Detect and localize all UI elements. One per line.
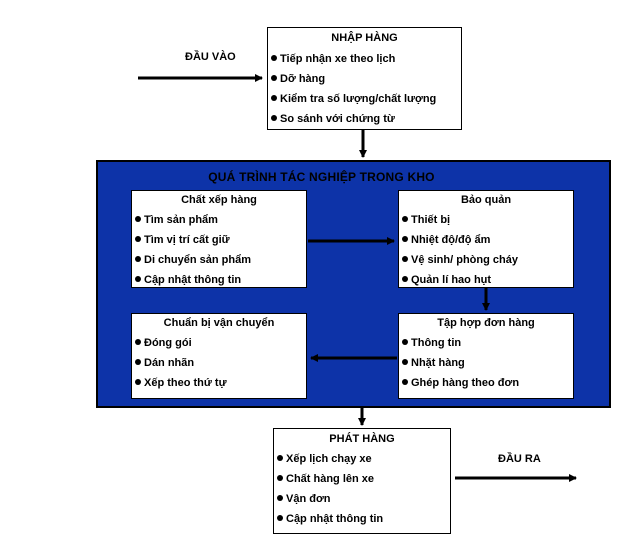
storage-list: Thiết bị Nhiệt độ/độ ẩm Vệ sinh/ phòng c… (399, 210, 573, 290)
list-item: Xếp theo thứ tự (132, 373, 306, 393)
bullet-icon (271, 115, 277, 121)
bullet-icon (135, 256, 141, 262)
list-item: Đóng gói (132, 333, 306, 353)
bullet-icon (135, 276, 141, 282)
order-picking-list: Thông tin Nhặt hàng Ghép hàng theo đơn (399, 333, 573, 393)
list-item: Ghép hàng theo đơn (399, 373, 573, 393)
list-item: Vệ sinh/ phòng cháy (399, 250, 573, 270)
bullet-icon (402, 216, 408, 222)
bullet-icon (271, 55, 277, 61)
stowing-list: Tìm sản phẩm Tìm vị trí cất giữ Di chuyể… (132, 210, 306, 290)
list-item: Thông tin (399, 333, 573, 353)
list-item: Nhặt hàng (399, 353, 573, 373)
bullet-icon (135, 216, 141, 222)
bullet-icon (135, 236, 141, 242)
list-item: Nhiệt độ/độ ẩm (399, 230, 573, 250)
bullet-icon (402, 359, 408, 365)
storage-title: Bảo quản (460, 194, 512, 206)
bullet-icon (277, 515, 283, 521)
dispatch-list: Xếp lịch chạy xe Chất hàng lên xe Vận đơ… (274, 449, 450, 529)
bullet-icon (135, 339, 141, 345)
order-picking-title: Tập hợp đơn hàng (437, 317, 535, 329)
bullet-icon (402, 276, 408, 282)
list-item: Xếp lịch chạy xe (274, 449, 450, 469)
order-picking-box: Tập hợp đơn hàng Thông tin Nhặt hàng Ghé… (398, 313, 574, 399)
shipping-prep-box: Chuẩn bị vận chuyển Đóng gói Dán nhãn Xế… (131, 313, 307, 399)
bullet-icon (135, 359, 141, 365)
list-item: Quản lí hao hụt (399, 270, 573, 290)
dispatch-box: PHÁT HÀNG Xếp lịch chạy xe Chất hàng lên… (273, 428, 451, 534)
dispatch-title: PHÁT HÀNG (329, 433, 395, 445)
list-item: Vận đơn (274, 489, 450, 509)
panel-title: QUÁ TRÌNH TÁC NGHIỆP TRONG KHO (208, 170, 435, 184)
list-item: Tiếp nhận xe theo lịch (268, 49, 461, 69)
bullet-icon (402, 256, 408, 262)
bullet-icon (277, 475, 283, 481)
input-label: ĐẦU VÀO (185, 51, 236, 63)
list-item: Cập nhật thông tin (274, 509, 450, 529)
stowing-title: Chất xếp hàng (181, 194, 257, 206)
bullet-icon (277, 455, 283, 461)
list-item: Kiểm tra số lượng/chất lượng (268, 89, 461, 109)
list-item: Tìm vị trí cất giữ (132, 230, 306, 250)
stowing-box: Chất xếp hàng Tìm sản phẩm Tìm vị trí cấ… (131, 190, 307, 288)
bullet-icon (271, 95, 277, 101)
output-label: ĐẦU RA (498, 453, 541, 465)
receiving-title: NHẬP HÀNG (331, 32, 398, 44)
list-item: Thiết bị (399, 210, 573, 230)
list-item: Tìm sản phẩm (132, 210, 306, 230)
shipping-prep-title: Chuẩn bị vận chuyển (163, 317, 275, 329)
shipping-prep-list: Đóng gói Dán nhãn Xếp theo thứ tự (132, 333, 306, 393)
list-item: Dỡ hàng (268, 69, 461, 89)
bullet-icon (402, 236, 408, 242)
receiving-box: NHẬP HÀNG Tiếp nhận xe theo lịch Dỡ hàng… (267, 27, 462, 130)
list-item: Dán nhãn (132, 353, 306, 373)
bullet-icon (271, 75, 277, 81)
storage-box: Bảo quản Thiết bị Nhiệt độ/độ ẩm Vệ sinh… (398, 190, 574, 288)
bullet-icon (402, 379, 408, 385)
receiving-list: Tiếp nhận xe theo lịch Dỡ hàng Kiểm tra … (268, 49, 461, 129)
bullet-icon (402, 339, 408, 345)
list-item: So sánh với chứng từ (268, 109, 461, 129)
list-item: Cập nhật thông tin (132, 270, 306, 290)
bullet-icon (277, 495, 283, 501)
list-item: Di chuyển sản phẩm (132, 250, 306, 270)
list-item: Chất hàng lên xe (274, 469, 450, 489)
bullet-icon (135, 379, 141, 385)
